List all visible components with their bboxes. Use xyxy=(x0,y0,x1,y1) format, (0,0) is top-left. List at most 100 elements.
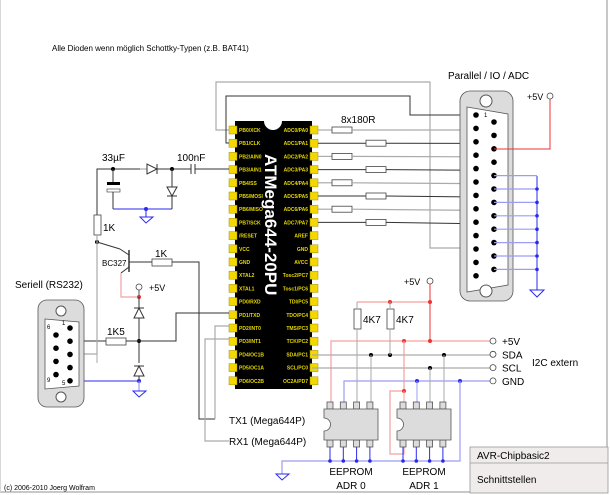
serial-pin xyxy=(67,364,73,371)
project-name: AVR-Chipbasic2 xyxy=(477,451,550,462)
chip-pin-label: PB4/SS xyxy=(239,181,257,187)
junction xyxy=(414,459,419,463)
chip-pin-label: PB1/CLK xyxy=(239,141,261,147)
chip-pin-label: /RESET xyxy=(239,234,257,240)
chip-pin-label: PB0/XCK xyxy=(239,128,261,134)
eeprom-address: ADR 1 xyxy=(409,481,439,492)
parallel-pin xyxy=(473,219,479,225)
junction xyxy=(535,227,539,231)
chip-pin-pad xyxy=(309,218,319,227)
parallel-connector: Parallel / IO / ADC 1 xyxy=(448,71,529,302)
r-1k-label-b: 1K xyxy=(155,249,168,260)
serial-pin xyxy=(67,338,73,345)
resistor-icon xyxy=(151,258,173,267)
eeprom-address: ADR 0 xyxy=(336,481,366,492)
chip-pin-pad xyxy=(309,191,319,201)
chip-pin-pad xyxy=(228,204,238,214)
parallel-pin xyxy=(473,273,479,279)
chip-pin-label: ADC7/PA7 xyxy=(284,220,309,226)
chip-pin-label: OC2A/PD7 xyxy=(283,379,308,385)
i2c-terminal xyxy=(489,337,497,345)
junction xyxy=(535,214,539,218)
chip-pin-label: SCL/PC0 xyxy=(287,366,308,372)
i2c-terminal xyxy=(489,377,497,385)
eeprom-body xyxy=(323,408,379,441)
chip-pin-label: PD4/OC1B xyxy=(239,352,264,358)
parallel-pin xyxy=(473,125,479,132)
junction xyxy=(535,200,539,205)
i2c-signal-label: SCL xyxy=(502,364,522,375)
serial-pin xyxy=(53,358,59,365)
eeprom-pin xyxy=(439,439,447,448)
sheet-name: Schnittstellen xyxy=(477,475,536,486)
junction xyxy=(535,254,539,258)
copyright: (c) 2006-2010 Joerg Wolfram xyxy=(4,485,95,492)
chip-pin-pad xyxy=(228,191,238,201)
adc-wires xyxy=(318,126,477,226)
chip-pin-label: ADC1/PA1 xyxy=(284,141,309,147)
vcc-label: +5V xyxy=(149,283,165,293)
parallel-pin xyxy=(473,139,479,145)
parallel-screw-bottom xyxy=(479,284,493,298)
eeprom-pin xyxy=(339,439,347,448)
chip-pin-label: ADC5/PA5 xyxy=(284,194,309,200)
serial-title: Seriell (RS232) xyxy=(15,280,83,291)
eeprom-pin xyxy=(339,401,347,410)
resistor-icon xyxy=(365,192,387,200)
serial-face xyxy=(44,318,80,390)
chip-pin-label: PB5/MOSI xyxy=(239,194,264,200)
r-1k5-label: 1K5 xyxy=(107,327,125,338)
eeprom-pin xyxy=(439,401,447,410)
parallel-pin xyxy=(473,179,479,185)
parallel-pin xyxy=(473,259,479,266)
chip-pin-pad xyxy=(309,231,319,240)
eeprom-label: EEPROM xyxy=(329,467,372,478)
chip-pin-label: ADC3/PA3 xyxy=(284,168,309,174)
resistor-icon xyxy=(386,308,395,330)
chip-pin-label: ADC2/PA2 xyxy=(284,154,309,160)
chip-pin-label: AREF xyxy=(294,234,308,240)
chip-pin-pad xyxy=(228,310,238,320)
ground-icon xyxy=(274,473,291,481)
chip-body xyxy=(235,121,312,389)
chip-name: ATMega644-20PU xyxy=(261,154,280,295)
chip-pin-pad xyxy=(309,376,319,386)
chip-pin-label: XTAL2 xyxy=(239,273,255,279)
chip-pin-label: VCC xyxy=(239,247,250,253)
chip-pin-label: PD0/RXD xyxy=(239,300,261,306)
parallel-title: Parallel / IO / ADC xyxy=(448,71,529,82)
junction xyxy=(427,459,432,463)
resistor-icon xyxy=(331,126,353,134)
chip-pin-pad xyxy=(309,270,319,280)
i2c-terminal xyxy=(489,350,497,358)
chip-pin-pad xyxy=(228,125,238,135)
junction xyxy=(441,459,445,463)
i2c-signal-label: SDA xyxy=(502,350,523,361)
chip-pin-pad xyxy=(228,257,238,267)
parallel-pin xyxy=(473,232,479,239)
chip-pin-pad xyxy=(228,165,238,174)
vcc-label: +5V xyxy=(527,92,543,102)
resistor-array-label: 8x180R xyxy=(341,115,375,126)
chip-pin-pad xyxy=(228,244,238,254)
serial-pin xyxy=(67,378,73,384)
chip-pin-pad xyxy=(309,125,319,135)
serial-pin1-label: 1 xyxy=(62,321,66,327)
chip-pin-label: PB3/AIN1 xyxy=(239,168,262,174)
chip-pin-label: PB2/AIN0 xyxy=(239,154,262,160)
parallel-pin xyxy=(473,206,479,212)
resistor-icon xyxy=(93,214,102,236)
i2c-signal-label: +5V xyxy=(502,337,520,348)
junction xyxy=(328,459,332,463)
eeprom-pin xyxy=(326,401,334,410)
junction xyxy=(401,459,405,463)
chip-top-wires xyxy=(215,81,476,249)
parallel-pin xyxy=(473,192,479,199)
serial-screw-top xyxy=(55,305,67,317)
serial-pin5-label: 5 xyxy=(62,381,66,387)
chip-pin-pad xyxy=(309,336,319,346)
chip-pin-pad xyxy=(228,284,238,293)
resistor-icon xyxy=(365,218,387,226)
